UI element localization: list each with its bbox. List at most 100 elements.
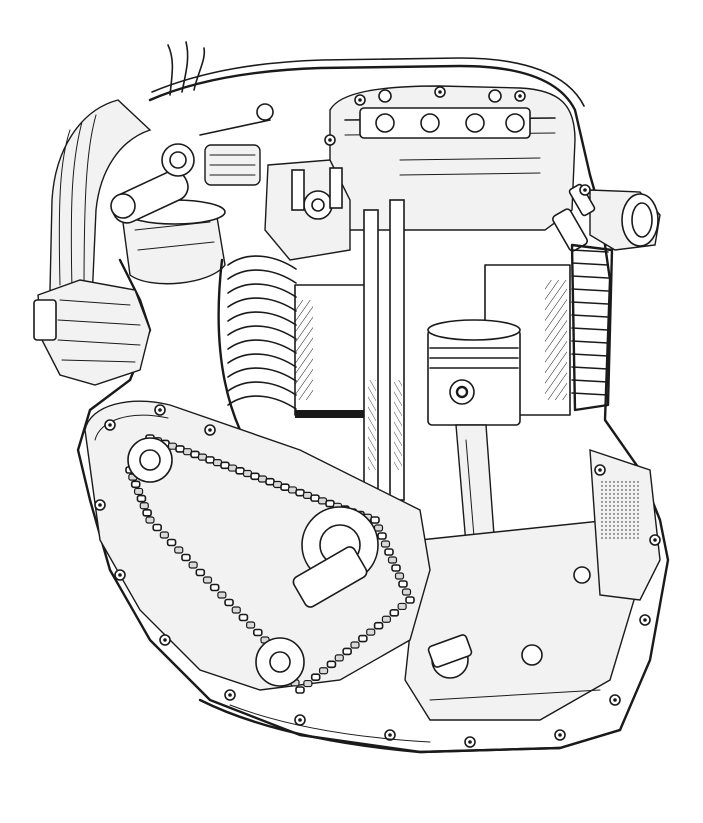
chain-link — [265, 477, 275, 486]
chain-link — [405, 596, 415, 604]
cylinder-fins-left — [217, 255, 297, 432]
crankcase — [404, 449, 661, 721]
chain-link — [142, 509, 152, 517]
chain-link — [145, 516, 155, 524]
cooling-fin — [571, 379, 609, 383]
chain-link — [398, 580, 408, 588]
chain-link — [318, 667, 329, 675]
cooling-fin — [571, 353, 609, 357]
bolt-center — [598, 468, 602, 472]
carburettor — [110, 103, 274, 285]
chain-link — [401, 588, 412, 596]
chain-link — [133, 487, 144, 496]
chain-link — [195, 568, 206, 577]
chain-link — [202, 576, 213, 584]
bolt-center — [108, 423, 112, 427]
chain-link — [394, 572, 405, 580]
primary-chaincase — [84, 400, 431, 691]
bolt-center — [438, 90, 442, 94]
bolt-center — [358, 98, 362, 102]
chain-link — [295, 686, 305, 694]
cylinder-head — [329, 85, 576, 231]
chain-link — [139, 502, 149, 510]
chain-link — [231, 606, 241, 614]
cooling-fin — [227, 325, 297, 340]
chain-link — [325, 499, 335, 508]
chain-link — [136, 494, 147, 503]
chain-link — [224, 598, 234, 607]
chain-link — [384, 548, 394, 556]
chain-link — [350, 641, 360, 649]
exhaust-port-right — [552, 183, 661, 252]
cooling-fin — [571, 288, 609, 292]
cooling-fin — [227, 255, 297, 270]
chain-link — [334, 654, 344, 662]
cooling-fin — [571, 301, 609, 305]
chain-link — [373, 621, 384, 630]
cooling-fin — [227, 269, 297, 284]
bolt-center — [118, 573, 122, 577]
chain-link — [326, 660, 337, 669]
cooling-fin — [227, 311, 297, 326]
bolt-center — [298, 718, 302, 722]
cooling-fin — [227, 381, 297, 396]
cooling-fin — [571, 249, 609, 253]
chain-link — [217, 591, 227, 599]
chain-link — [174, 546, 184, 554]
bolt-center — [158, 408, 162, 412]
chain-link — [391, 564, 401, 572]
chain-link — [377, 532, 387, 540]
cooling-fin — [227, 283, 297, 298]
bolt-center — [388, 733, 392, 737]
chain-link — [130, 480, 141, 489]
bolt-center — [468, 740, 472, 744]
cooling-fin — [571, 366, 609, 370]
bolt-center — [643, 618, 647, 622]
bolt-center — [518, 94, 522, 98]
cooling-fin — [571, 327, 609, 331]
cooling-fin — [571, 340, 609, 344]
chain-link — [295, 488, 305, 497]
chain-link — [181, 553, 191, 562]
pushrod-tubes — [363, 199, 405, 511]
cooling-fin — [571, 392, 609, 396]
dynamo-housing — [33, 279, 151, 386]
chain-link — [342, 647, 352, 656]
engine-casing-outline — [76, 57, 670, 754]
bolt-center — [163, 638, 167, 642]
cooling-fin — [571, 262, 609, 266]
sprockets — [127, 437, 379, 687]
chain-link — [310, 673, 321, 681]
cooling-fin — [227, 367, 297, 382]
chain-link — [366, 628, 376, 636]
chain-link — [397, 602, 407, 611]
bolt-center — [208, 428, 212, 432]
rocker-box — [264, 159, 351, 261]
fin-block — [570, 243, 614, 412]
cooling-fin — [571, 275, 609, 279]
chain-link — [238, 613, 249, 622]
chain-link — [310, 494, 320, 502]
bolt-center — [228, 693, 232, 697]
chain-link — [205, 456, 215, 464]
chain-link — [209, 583, 220, 592]
chain-link — [280, 483, 290, 492]
chain-link — [220, 461, 230, 470]
crankcase-base — [198, 698, 622, 754]
bolt-center — [558, 733, 562, 737]
chain-link — [235, 466, 245, 475]
chain-link — [175, 445, 185, 453]
cooling-fin — [227, 353, 297, 368]
cylinder-fins-right — [570, 243, 614, 412]
chain-link — [358, 634, 368, 643]
bolt-center — [653, 538, 657, 542]
chain-link — [246, 621, 256, 629]
chain-link — [303, 679, 313, 688]
chain-link — [250, 472, 260, 481]
chain-link — [188, 561, 198, 569]
bolt-center — [98, 503, 102, 507]
chain-link — [190, 450, 200, 459]
cooling-fin — [227, 395, 297, 410]
chain-link — [370, 516, 380, 524]
